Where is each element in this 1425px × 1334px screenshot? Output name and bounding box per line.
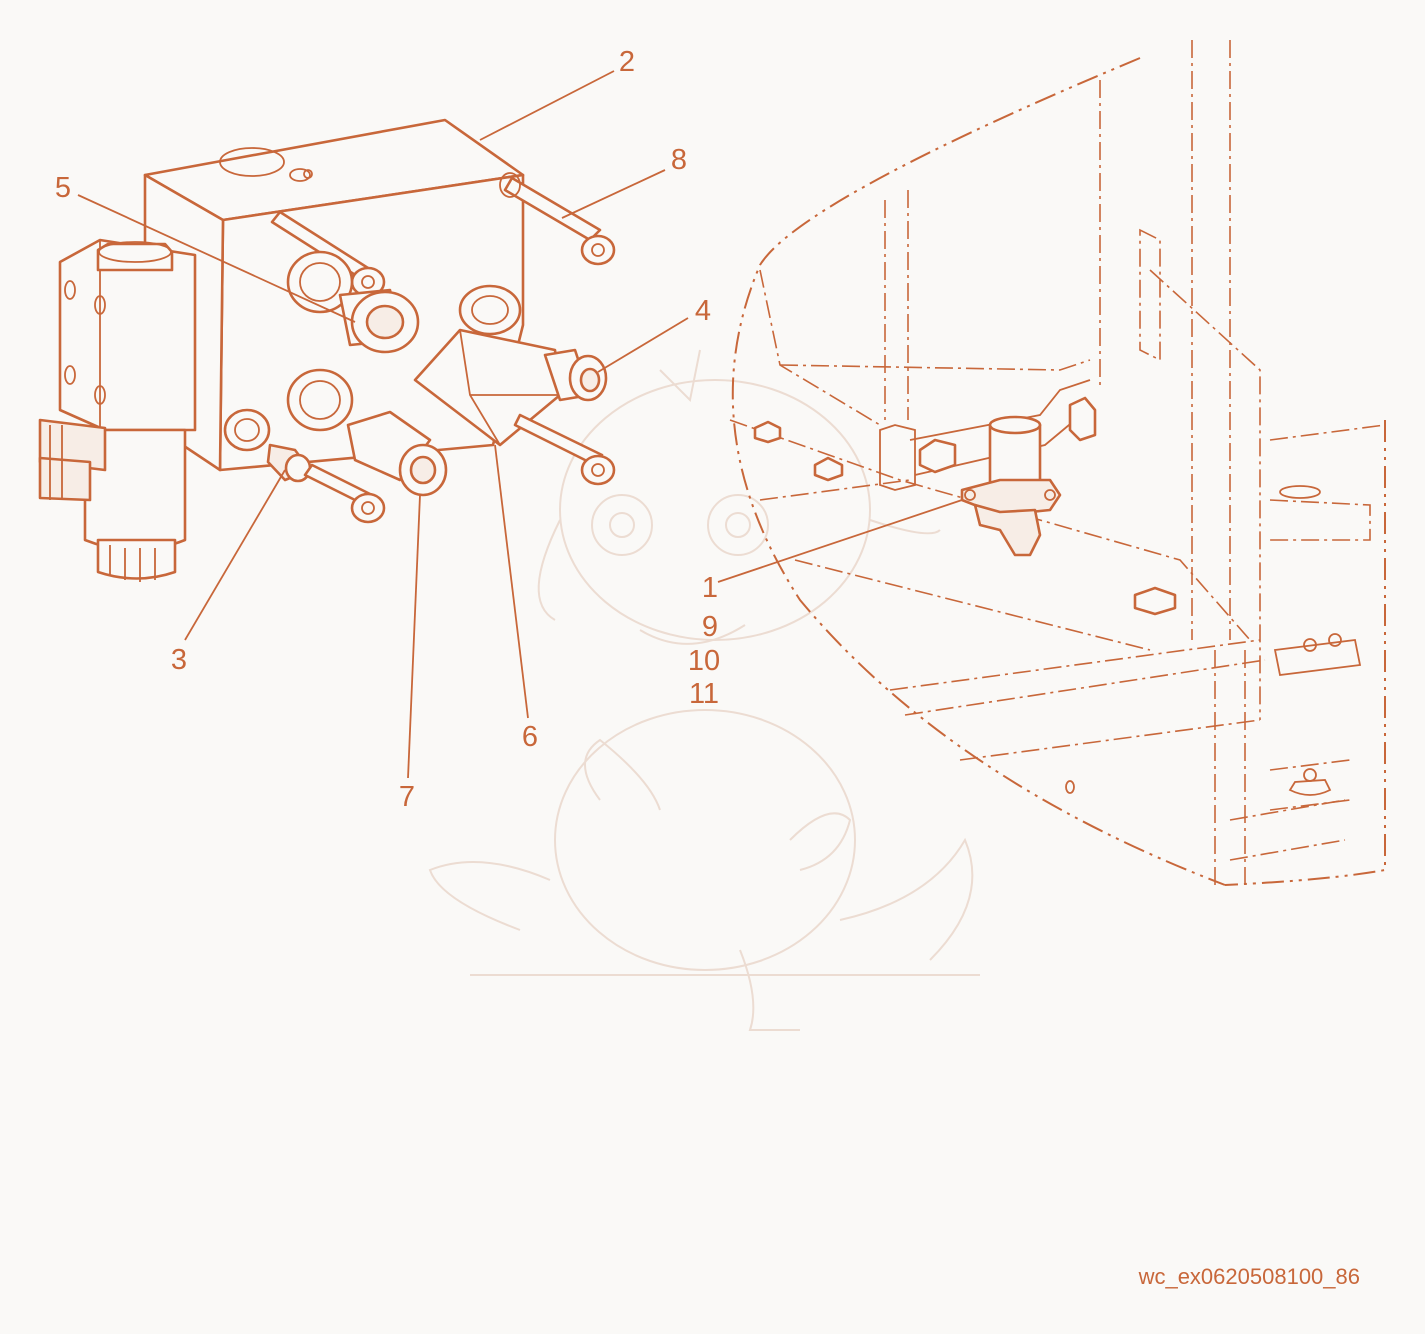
callout-4: 4 bbox=[695, 295, 711, 327]
callout-2: 2 bbox=[619, 46, 635, 78]
callout-3: 3 bbox=[171, 644, 187, 676]
callout-1: 1 bbox=[702, 572, 718, 604]
watermark-illustration bbox=[428, 349, 980, 1031]
image-code: wc_ex0620508100_86 bbox=[1138, 1264, 1360, 1289]
leader-lines bbox=[77, 70, 963, 779]
installation-detail-view bbox=[729, 40, 1386, 886]
callout-10: 10 bbox=[688, 645, 720, 677]
bolt-8 bbox=[503, 176, 602, 242]
detail-boundary bbox=[731, 57, 1226, 886]
solenoid-nut bbox=[96, 242, 174, 272]
callout-8: 8 bbox=[671, 144, 687, 176]
solenoid-connector bbox=[38, 418, 107, 472]
callout-7: 7 bbox=[399, 781, 415, 813]
callout-labels: 2 8 5 4 3 6 7 1 9 10 11 bbox=[55, 46, 720, 813]
callout-9: 9 bbox=[702, 611, 718, 643]
valve-block-assembly bbox=[38, 118, 616, 582]
callout-6: 6 bbox=[522, 721, 538, 753]
sensor-1 bbox=[960, 415, 1062, 557]
callout-5: 5 bbox=[55, 172, 71, 204]
callout-11: 11 bbox=[689, 678, 719, 710]
